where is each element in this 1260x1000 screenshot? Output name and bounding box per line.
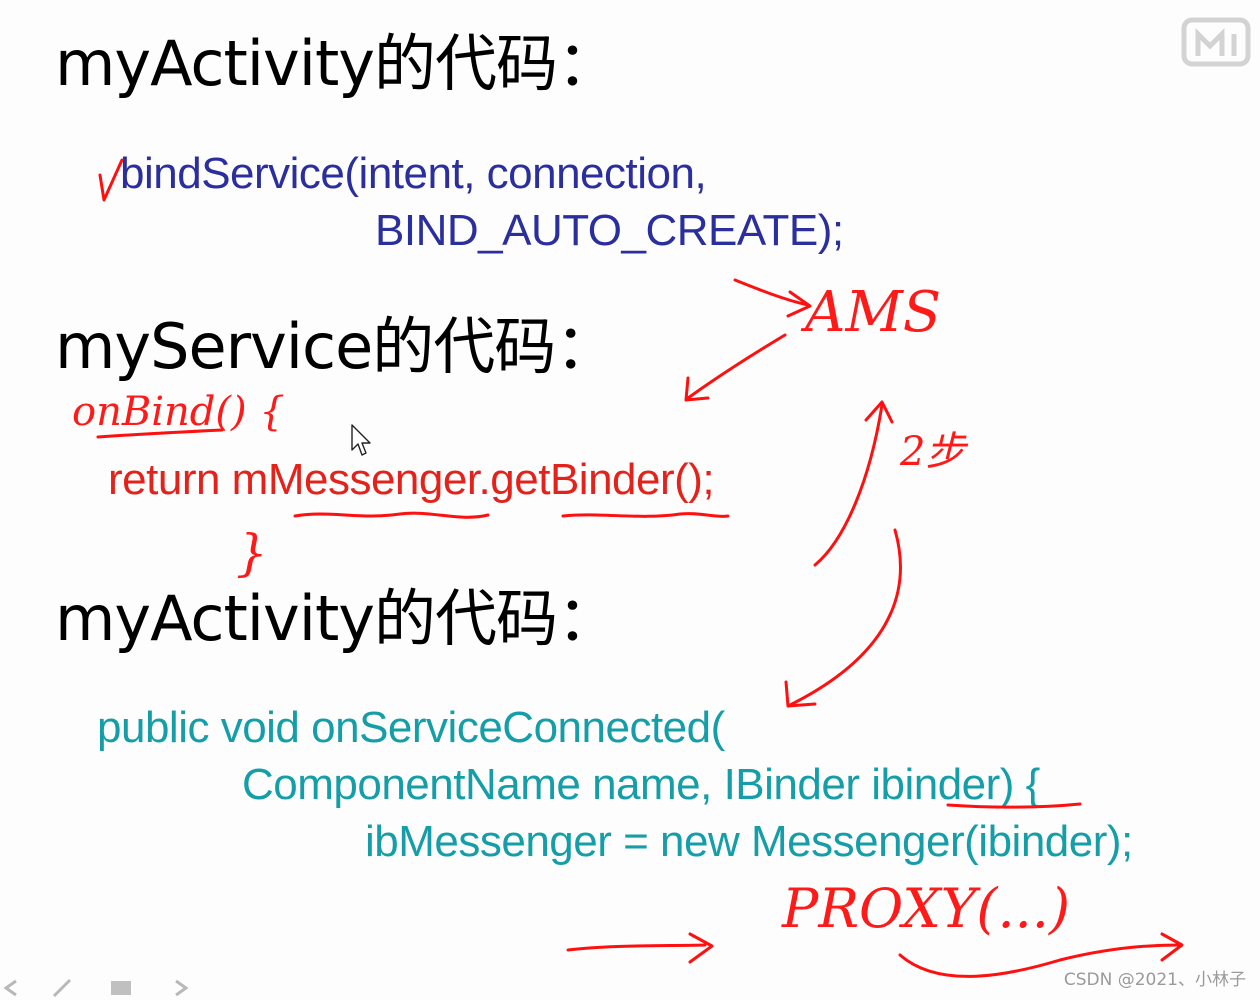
ink-ams-label: AMS xyxy=(805,280,942,345)
watermark: CSDN @2021、小林子 xyxy=(1063,970,1246,990)
mouse-pointer-icon xyxy=(351,424,371,456)
heading-my-service: myService的代码： xyxy=(55,310,617,383)
arrow-to-ams xyxy=(733,278,810,307)
arrow-bottom-left-head xyxy=(688,932,714,964)
slide-menu-icon[interactable] xyxy=(108,978,134,998)
arrow-ams-to-service-head xyxy=(684,376,710,402)
corner-logo-icon xyxy=(1181,17,1251,67)
arrow-down-to-connected-head xyxy=(784,680,817,708)
check-mark-stroke xyxy=(98,158,124,202)
code-return-line: return mMessenger.getBinder(); xyxy=(108,455,715,504)
arrow-bottom-left xyxy=(566,943,707,952)
ink-onbind-label: onBind() { xyxy=(72,389,285,435)
underline-mmessenger xyxy=(293,511,490,519)
back-arrow-icon[interactable] xyxy=(0,978,26,998)
arrow-up-to-ams xyxy=(813,403,884,567)
arrow-bottom-right-head xyxy=(1160,932,1184,962)
forward-arrow-icon[interactable] xyxy=(168,978,194,998)
code-connected-line2: ComponentName name, IBinder ibinder) { xyxy=(242,760,1040,809)
ink-close-brace: } xyxy=(236,524,268,582)
code-connected-line1: public void onServiceConnected( xyxy=(97,703,725,752)
ink-proxy-label: PROXY(...) xyxy=(782,877,1071,940)
code-bind-service-line1: bindService(intent, connection, xyxy=(120,149,707,198)
ink-step-label: 2步 xyxy=(900,429,966,475)
arrow-ams-to-service xyxy=(686,333,787,400)
code-bind-service-line2: BIND_AUTO_CREATE); xyxy=(375,206,844,255)
heading-my-activity-2: myActivity的代码： xyxy=(55,582,619,655)
arrow-down-to-connected xyxy=(788,528,902,707)
slide-toolbar xyxy=(0,974,210,1000)
code-connected-line3: ibMessenger = new Messenger(ibinder); xyxy=(365,817,1133,866)
arrow-up-to-ams-head xyxy=(864,400,894,424)
heading-my-activity-1: myActivity的代码： xyxy=(55,27,619,100)
pen-icon[interactable] xyxy=(50,978,76,998)
underline-getbinder xyxy=(561,512,730,518)
